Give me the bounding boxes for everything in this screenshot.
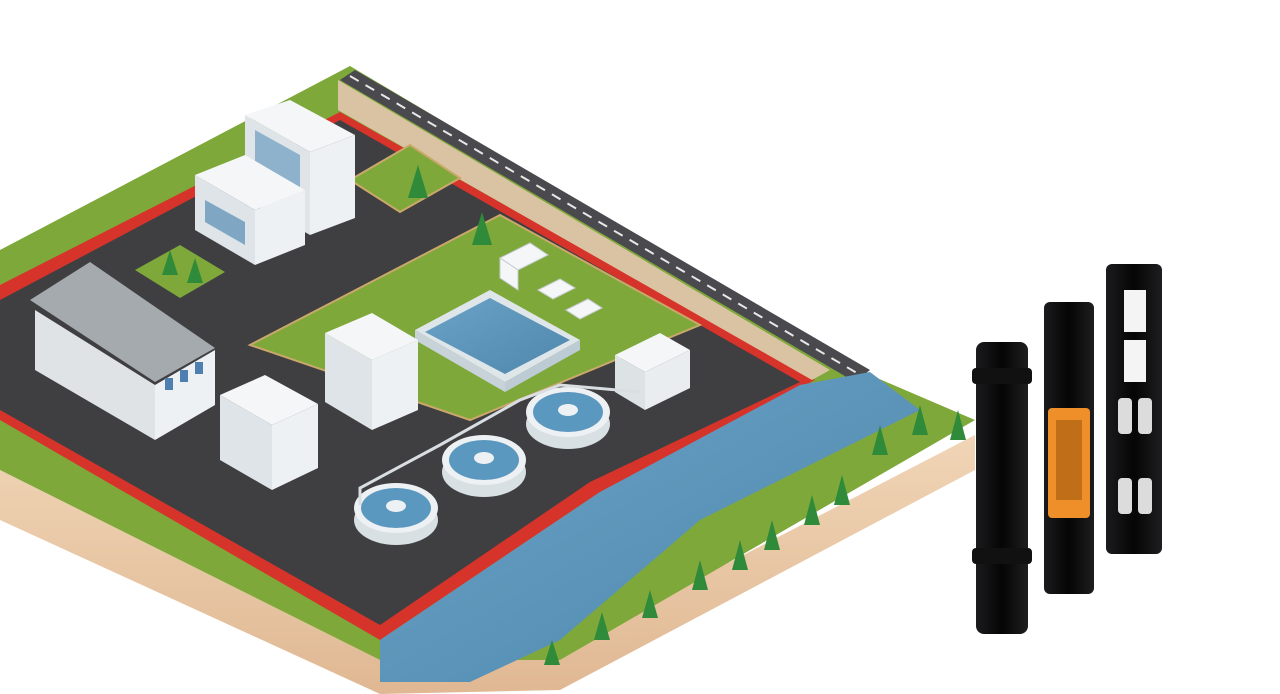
process-pipe	[358, 383, 641, 505]
retaining-wall	[338, 80, 830, 380]
tree-icon	[162, 165, 966, 665]
pump-house-icon	[615, 333, 690, 410]
process-building-b	[325, 313, 418, 430]
river-icon	[380, 372, 920, 682]
filter-basin-icon	[415, 290, 580, 392]
soil-base	[0, 435, 975, 694]
clarifier-tank-icon	[354, 483, 438, 545]
lawn-patch-offices	[135, 245, 225, 298]
factory-building-icon	[30, 262, 215, 440]
lawn-patch-wall	[348, 143, 462, 214]
equipment-blocks	[499, 242, 604, 320]
beam-detector-icon	[972, 264, 1162, 634]
plant-diorama	[0, 66, 975, 694]
road-marking	[349, 75, 863, 377]
clarifier-tank-icon	[526, 387, 610, 449]
office-building-icon	[195, 100, 355, 265]
clarifier-tank-icon	[442, 435, 526, 497]
process-building-a	[220, 375, 318, 490]
